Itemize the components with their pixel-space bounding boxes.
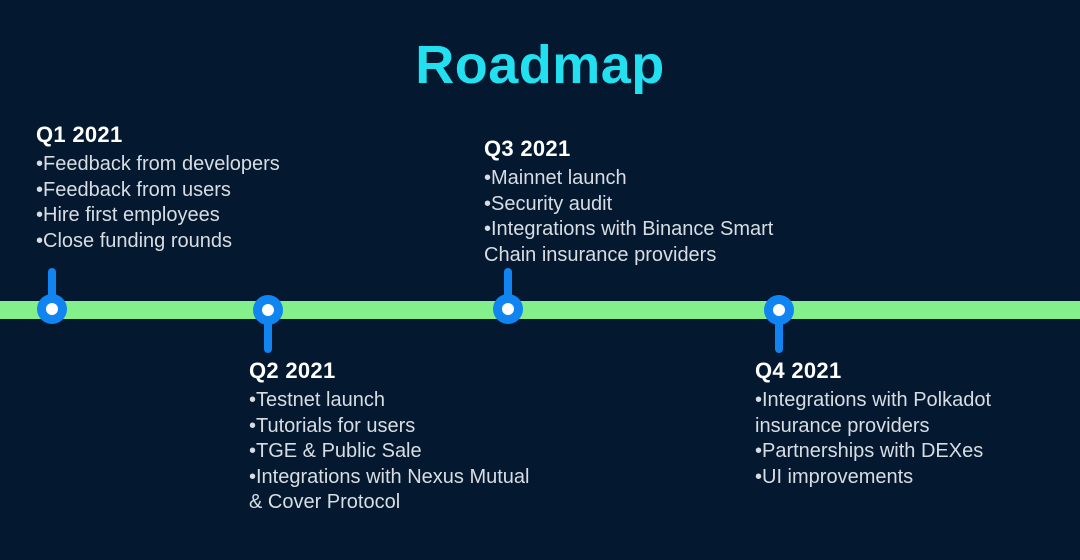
quarter-block-q1: Q1 2021 •Feedback from developers •Feedb… bbox=[36, 122, 376, 254]
list-item: •Partnerships with DEXes bbox=[755, 440, 984, 463]
timeline-bar bbox=[0, 301, 1080, 319]
quarter-heading-q3: Q3 2021 bbox=[484, 136, 571, 161]
list-item: •Integrations with Binance Smart Chain i… bbox=[484, 218, 774, 266]
quarter-items-q4: •Integrations with Polkadot insurance pr… bbox=[755, 388, 1075, 490]
quarter-heading-q4: Q4 2021 bbox=[755, 358, 842, 383]
quarter-items-q2: •Testnet launch •Tutorials for users •TG… bbox=[249, 388, 609, 516]
list-item: •Security audit bbox=[484, 192, 613, 215]
list-item: •Feedback from developers bbox=[36, 153, 280, 176]
list-item: •TGE & Public Sale bbox=[249, 440, 422, 463]
marker-dot-icon bbox=[773, 304, 785, 316]
list-item: •Tutorials for users bbox=[249, 414, 416, 437]
list-item: •Close funding rounds bbox=[36, 229, 233, 252]
marker-stem-icon bbox=[775, 309, 783, 353]
list-item: •Feedback from users bbox=[36, 178, 231, 201]
marker-dot-icon bbox=[502, 303, 514, 315]
list-item: •Integrations with Nexus Mutual & Cover … bbox=[249, 465, 530, 514]
quarter-block-q3: Q3 2021 •Mainnet launch •Security audit … bbox=[484, 136, 854, 268]
quarter-block-q4: Q4 2021 •Integrations with Polkadot insu… bbox=[755, 358, 1075, 490]
page-title: Roadmap bbox=[415, 35, 665, 95]
marker-dot-icon bbox=[46, 303, 58, 315]
quarter-block-q2: Q2 2021 •Testnet launch •Tutorials for u… bbox=[249, 358, 609, 516]
marker-stem-icon bbox=[264, 309, 272, 353]
marker-dot-icon bbox=[262, 304, 274, 316]
list-item: •Mainnet launch bbox=[484, 167, 627, 190]
quarter-heading-q1: Q1 2021 bbox=[36, 122, 123, 147]
quarter-heading-q2: Q2 2021 bbox=[249, 358, 336, 383]
list-item: •UI improvements bbox=[755, 465, 914, 488]
list-item: •Testnet launch bbox=[249, 389, 385, 412]
list-item: •Integrations with Polkadot insurance pr… bbox=[755, 389, 992, 437]
marker-stem-icon bbox=[48, 268, 56, 310]
quarter-items-q1: •Feedback from developers •Feedback from… bbox=[36, 152, 376, 254]
quarter-items-q3: •Mainnet launch •Security audit •Integra… bbox=[484, 166, 854, 268]
list-item: •Hire first employees bbox=[36, 204, 220, 227]
marker-stem-icon bbox=[504, 268, 512, 310]
